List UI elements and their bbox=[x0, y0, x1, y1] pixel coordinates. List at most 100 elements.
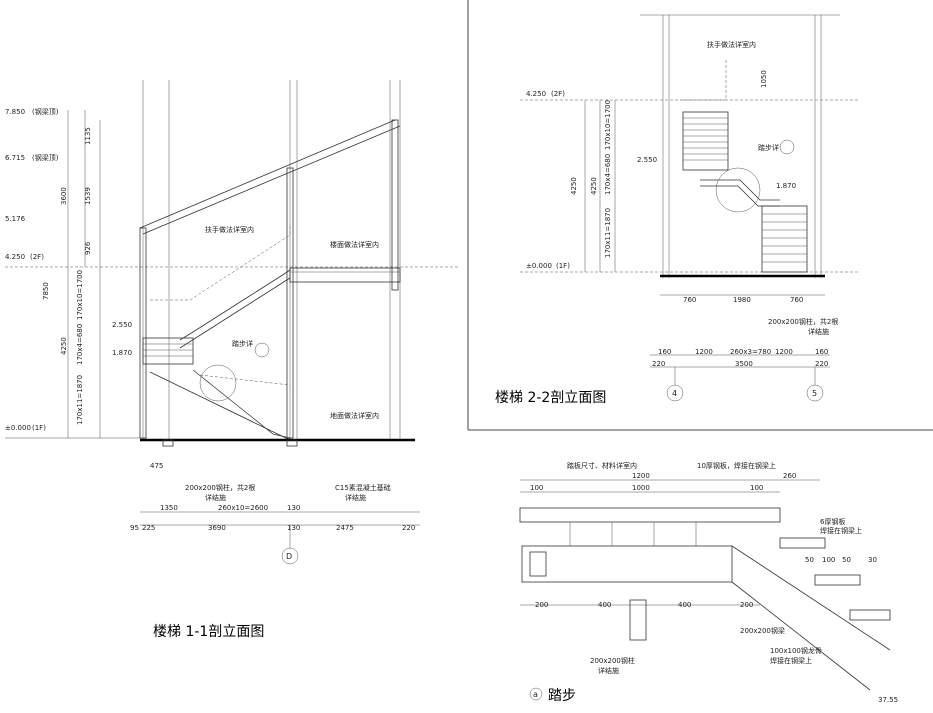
hdim-225: 225 bbox=[142, 524, 155, 532]
elev-7850: 7.850 bbox=[5, 108, 25, 116]
s2-dim-160-a: 160 bbox=[658, 348, 671, 356]
detail-dim-50-a: 50 bbox=[805, 556, 814, 564]
note-floor: 楼面做法详室内 bbox=[330, 240, 379, 249]
s2-elev-note-2f: (2F) bbox=[551, 90, 565, 98]
s2-dim-1200-a: 1200 bbox=[695, 348, 713, 356]
detail-note-6: 100x100钢龙骨 bbox=[770, 646, 822, 655]
s2-elev-2550: 2.550 bbox=[637, 156, 657, 164]
elev-1870: 1.870 bbox=[112, 349, 132, 357]
elev-5176: 5.176 bbox=[5, 215, 26, 223]
section-1-labels: 7.850 (钢梁顶) 6.715 (钢梁顶) 5.176 4.250 (2F)… bbox=[5, 107, 415, 640]
hdim-95: 95 bbox=[130, 524, 139, 532]
note-column-ref: 详结施 bbox=[205, 493, 226, 502]
detail-dim-100-b: 100 bbox=[750, 484, 763, 492]
s2-elev-0000: ±0.000 bbox=[526, 262, 552, 270]
hdim-1350: 1350 bbox=[160, 504, 178, 512]
detail-dim-30-a: 30 bbox=[868, 556, 877, 564]
s2-vdim-680: 170x4=680 bbox=[604, 154, 612, 195]
detail-dim-200-a: 200 bbox=[535, 601, 548, 609]
hdim-2600: 260x10=2600 bbox=[218, 504, 268, 512]
note-foundation: C15素混凝土基础 bbox=[335, 483, 391, 492]
detail-note-9: 详结施 bbox=[598, 666, 619, 675]
detail-dim-400-b: 400 bbox=[678, 601, 691, 609]
elev-4250: 4.250 bbox=[5, 253, 25, 261]
detail-note-1: 踏板尺寸、材料详室内 bbox=[567, 461, 637, 470]
detail-mark-1: 踏步详 bbox=[232, 339, 253, 348]
detail-dim-100-a: 100 bbox=[530, 484, 543, 492]
elev-note-1f: (1F) bbox=[32, 424, 46, 432]
detail-note-7: 焊接在钢梁上 bbox=[770, 656, 812, 665]
detail-dim-200-b: 200 bbox=[740, 601, 753, 609]
axis-d: D bbox=[286, 552, 292, 561]
section-2-labels: 4.250 (2F) 2.550 1.870 ±0.000 (1F) 扶手做法详… bbox=[495, 40, 838, 406]
detail-dim-100-c: 100 bbox=[822, 556, 835, 564]
elev-6715: 6.715 bbox=[5, 154, 25, 162]
detail-dim-37: 37.55 bbox=[878, 696, 898, 704]
s2-dim-220-b: 220 bbox=[815, 360, 828, 368]
detail-dim-1000: 1000 bbox=[632, 484, 650, 492]
note-ground: 地面做法详室内 bbox=[330, 411, 379, 420]
detail-marker: a bbox=[533, 690, 538, 699]
hdim-130-a: 130 bbox=[287, 504, 300, 512]
vdim-926: 926 bbox=[84, 241, 92, 255]
s2-vdim-4250-b: 4250 bbox=[570, 177, 578, 195]
detail-labels: 踏板尺寸、材料详室内 10厚钢板，焊接在钢梁上 1200 260 1000 10… bbox=[530, 461, 898, 704]
detail-drawing bbox=[519, 479, 891, 701]
detail-note-8: 200x200钢柱 bbox=[590, 656, 635, 665]
s2-elev-note-1f: (1F) bbox=[556, 262, 570, 270]
s2-elev-4250: 4.250 bbox=[526, 90, 546, 98]
detail-note-5: 200x200钢梁 bbox=[740, 626, 785, 635]
dim-475: 475 bbox=[150, 462, 163, 470]
vdim-1700: 170x10=1700 bbox=[76, 270, 84, 320]
vdim-3600: 3600 bbox=[60, 187, 68, 205]
detail-note-3: 6厚钢板 bbox=[820, 517, 845, 526]
vdim-1539: 1539 bbox=[84, 187, 92, 205]
detail-dim-400-a: 400 bbox=[598, 601, 611, 609]
elev-note-1: (钢梁顶) bbox=[32, 107, 59, 116]
detail-dim-1200: 1200 bbox=[632, 472, 650, 480]
s2-vdim-1700: 170x10=1700 bbox=[604, 100, 612, 150]
detail-title: 踏步 bbox=[548, 688, 576, 704]
s2-vdim-1050: 1050 bbox=[760, 70, 768, 88]
s2-detail-mark: 踏步详 bbox=[758, 143, 779, 152]
s2-dim-760-b: 760 bbox=[790, 296, 803, 304]
hdim-220: 220 bbox=[402, 524, 415, 532]
s2-elev-1870: 1.870 bbox=[776, 182, 796, 190]
section-2-title: 楼梯 2-2剖立面图 bbox=[495, 390, 606, 406]
section-1-title: 楼梯 1-1剖立面图 bbox=[153, 624, 264, 640]
s2-note-handrail: 扶手做法详室内 bbox=[707, 40, 756, 49]
detail-note-4: 焊接在钢梁上 bbox=[820, 526, 862, 535]
detail-dim-50-b: 50 bbox=[842, 556, 851, 564]
s2-note-ref: 详结施 bbox=[808, 327, 829, 336]
elev-0000: ±0.000 bbox=[5, 424, 31, 432]
elev-note-2f: (2F) bbox=[30, 253, 44, 261]
s2-dim-760-a: 760 bbox=[683, 296, 696, 304]
detail-dim-260: 260 bbox=[783, 472, 796, 480]
note-handrail: 扶手做法详室内 bbox=[205, 225, 254, 234]
s2-dim-160-b: 160 bbox=[815, 348, 828, 356]
vdim-1135: 1135 bbox=[84, 127, 92, 145]
s2-vdim-1870: 170x11=1870 bbox=[604, 208, 612, 258]
s2-dim-780: 260x3=780 bbox=[730, 348, 771, 356]
note-column: 200x200钢柱，共2根 bbox=[185, 483, 255, 492]
s2-dim-220-a: 220 bbox=[652, 360, 665, 368]
vdim-7850: 7850 bbox=[42, 282, 50, 300]
elev-2550: 2.550 bbox=[112, 321, 132, 329]
s2-dim-1200-b: 1200 bbox=[775, 348, 793, 356]
s2-dim-3500: 3500 bbox=[735, 360, 753, 368]
detail-note-2: 10厚钢板，焊接在钢梁上 bbox=[697, 461, 776, 470]
hdim-2475: 2475 bbox=[336, 524, 354, 532]
hdim-130-b: 130 bbox=[287, 524, 300, 532]
s2-dim-1980: 1980 bbox=[733, 296, 751, 304]
section-2-drawing bbox=[520, 14, 860, 402]
section-1-drawing bbox=[5, 80, 460, 565]
vdim-680: 170x4=680 bbox=[76, 324, 84, 365]
vdim-1870: 170x11=1870 bbox=[76, 375, 84, 425]
s2-note-column: 200x200钢柱，共2根 bbox=[768, 317, 838, 326]
vdim-4250: 4250 bbox=[60, 337, 68, 355]
note-foundation-ref: 详结施 bbox=[345, 493, 366, 502]
s2-vdim-4250-a: 4250 bbox=[590, 177, 598, 195]
axis-4: 4 bbox=[672, 389, 677, 398]
axis-5: 5 bbox=[812, 389, 817, 398]
